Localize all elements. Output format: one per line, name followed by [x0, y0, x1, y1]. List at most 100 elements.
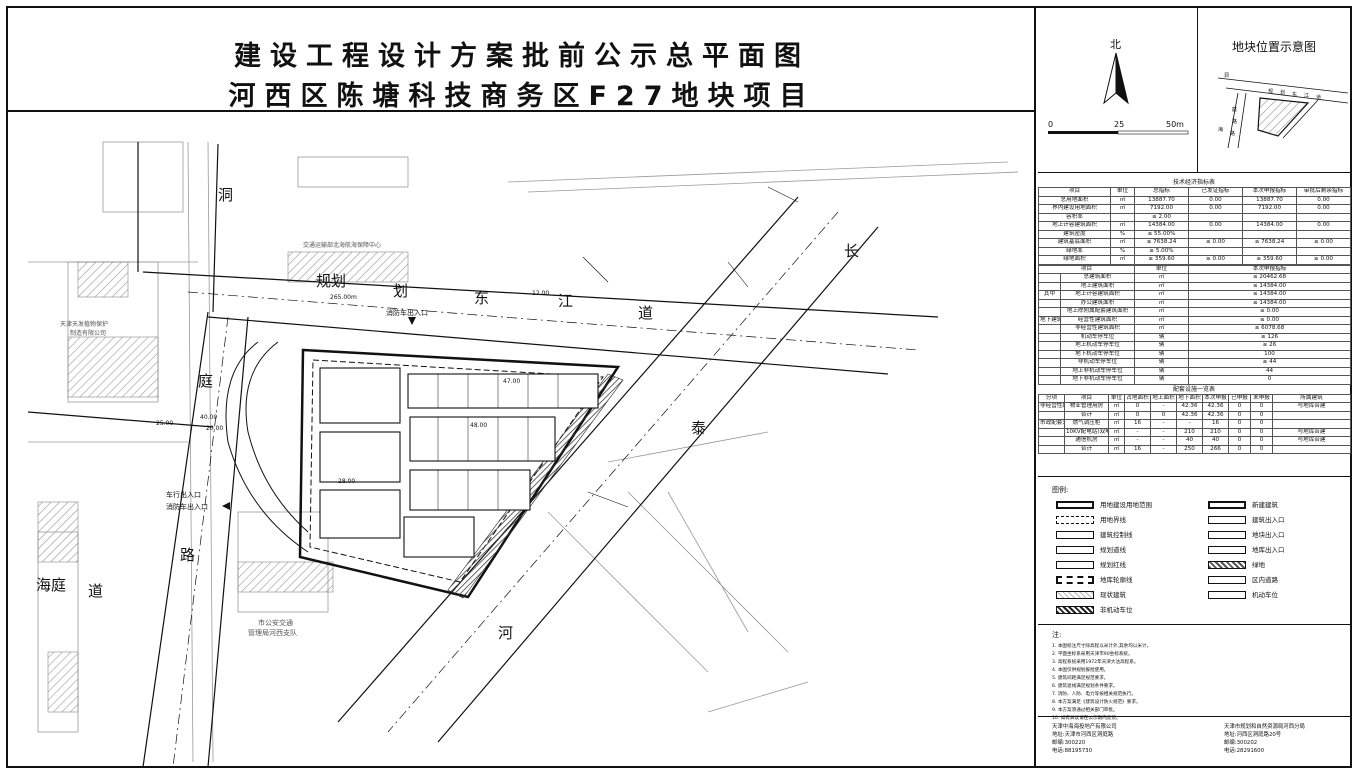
- scale-0: 0: [1048, 120, 1054, 129]
- center-line: [172, 316, 229, 766]
- location-map-svg: [1217, 77, 1349, 149]
- table-cell: [1296, 229, 1351, 239]
- legend-label: 用地建设用地范围: [1100, 501, 1152, 509]
- table-cell: 与地库合建: [1272, 427, 1351, 437]
- legend-swatch: [1056, 531, 1094, 539]
- table-cell: 42.36: [1202, 402, 1229, 412]
- site-entrance-arrow-icon: [408, 317, 416, 325]
- note-line: 3. 高程系统采用1972年天津大沽高程系。: [1052, 660, 1139, 665]
- table-cell: ㎡: [1108, 436, 1125, 446]
- legend-label: 地块出入口: [1252, 531, 1285, 539]
- loc-label: 规: [1268, 89, 1274, 95]
- center-line: [387, 211, 839, 733]
- building-label-west-2: 制造有限公司: [70, 330, 107, 337]
- table-cell: 地下非机动车停车位: [1059, 375, 1136, 385]
- notes-title: 注:: [1052, 631, 1062, 639]
- center-line: [187, 291, 919, 351]
- road-label-tai: 泰: [691, 419, 707, 437]
- road-line: [27, 411, 214, 428]
- road-line: [337, 196, 799, 723]
- site-plan-drawing: 洞 庭 路 海庭 道 规划 划 东 江 道 长 泰 河 消防车出入口 车行出入口…: [8, 112, 1036, 766]
- table-cell: 0: [1124, 402, 1151, 412]
- loc-label: 江: [1304, 93, 1310, 99]
- road-line: [142, 311, 209, 766]
- table-cell: 0: [1228, 427, 1251, 437]
- table-cell: ㎡: [1110, 204, 1135, 214]
- table-cell: [1038, 358, 1061, 368]
- table-cell: [1038, 298, 1061, 308]
- legend-swatch: [1208, 531, 1246, 539]
- table-cell: 项目: [1064, 393, 1109, 403]
- north-arrow-box: 北 0 25 50m: [1038, 8, 1198, 173]
- table-cell: ㎡: [1108, 419, 1125, 429]
- site-entrance-arrow-icon: [222, 502, 230, 510]
- table-cell: ㎡: [1110, 195, 1135, 205]
- table-cell: 0: [1250, 419, 1273, 429]
- table-cell: ㎡: [1108, 402, 1125, 412]
- table-header-cell: 单位: [1110, 187, 1135, 197]
- table-cell: ㎡: [1134, 290, 1190, 300]
- legend: 图例: 用地建设用地范围用地界线建筑控制线规划道线规划红线地库轮廓线现状建筑非机…: [1038, 476, 1350, 624]
- table-header-cell: 已发证指标: [1188, 187, 1243, 197]
- table-cell: ≤ 7638.24: [1134, 238, 1189, 248]
- contact-line: 电话:28291600: [1224, 748, 1265, 754]
- existing-building: [47, 651, 79, 713]
- table-cell: -: [1150, 402, 1177, 412]
- table-cell: 地上计容建筑面积: [1059, 290, 1136, 300]
- table-cell: ≥ 359.60: [1242, 255, 1297, 265]
- table-cell: 合计: [1064, 444, 1109, 454]
- building-label-south-1: 市公安交通: [258, 619, 293, 627]
- table-cell: ≥ 44: [1188, 358, 1352, 368]
- table-cell: [1272, 419, 1351, 429]
- table-cell: 0: [1250, 402, 1273, 412]
- table-cell: 14384.00: [1134, 221, 1189, 231]
- table-cell: -: [1150, 444, 1177, 454]
- table-cell: 总建筑面积: [1059, 273, 1136, 283]
- table-cell: [1038, 444, 1065, 454]
- road-label-haiting: 海庭: [36, 576, 67, 594]
- table-cell: [1242, 246, 1297, 256]
- table-cell: 42.36: [1202, 410, 1229, 420]
- note-line: 8. 本方案满足《建筑设计防火规范》要求。: [1052, 700, 1141, 705]
- legend-label: 区内道路: [1252, 576, 1278, 584]
- note-line: 10. 如有异议请在公示期内反馈。: [1052, 716, 1121, 721]
- existing-building: [237, 561, 334, 593]
- north-arrow-icon: [1048, 52, 1189, 135]
- new-building: [319, 367, 401, 424]
- new-building: [319, 489, 401, 539]
- table-cell: 42.36: [1176, 402, 1203, 412]
- note-line: 7. 消防、人防、电力等按相关规范执行。: [1052, 692, 1136, 697]
- table-cell: 13887.70: [1134, 195, 1189, 205]
- table-cell: 266: [1202, 444, 1229, 454]
- legend-label: 地库轮廓线: [1100, 576, 1133, 584]
- table-cell: -: [1124, 436, 1151, 446]
- building-label-west-1: 天津天发植物保护: [60, 321, 109, 328]
- table-cell: 0.00: [1296, 195, 1351, 205]
- table-cell: [1038, 281, 1061, 291]
- legend-swatch: [1056, 516, 1094, 524]
- road-label-guihua: 规划: [316, 272, 347, 290]
- road-label-dongting: 洞: [218, 186, 234, 204]
- legend-swatch: [1056, 591, 1094, 599]
- scale-50: 50m: [1166, 120, 1184, 129]
- table-cell: 燃气调压柜: [1064, 419, 1109, 429]
- table-cell: [1038, 273, 1061, 283]
- new-building: [409, 469, 531, 511]
- table-cell: ㎡: [1134, 307, 1190, 317]
- table-cell: 40: [1202, 436, 1229, 446]
- legend-title: 图例:: [1052, 486, 1069, 494]
- table-cell: 250: [1176, 444, 1203, 454]
- table-cell: ≥ 0.00: [1296, 255, 1351, 265]
- table-cell: 42.36: [1176, 410, 1203, 420]
- table-cell: [1110, 212, 1135, 222]
- table-cell: 16: [1124, 444, 1151, 454]
- table-cell: [1296, 246, 1351, 256]
- dim-label-12: 12.00: [532, 290, 550, 297]
- page-title: 建设工程设计方案批前公示总平面图: [234, 41, 810, 72]
